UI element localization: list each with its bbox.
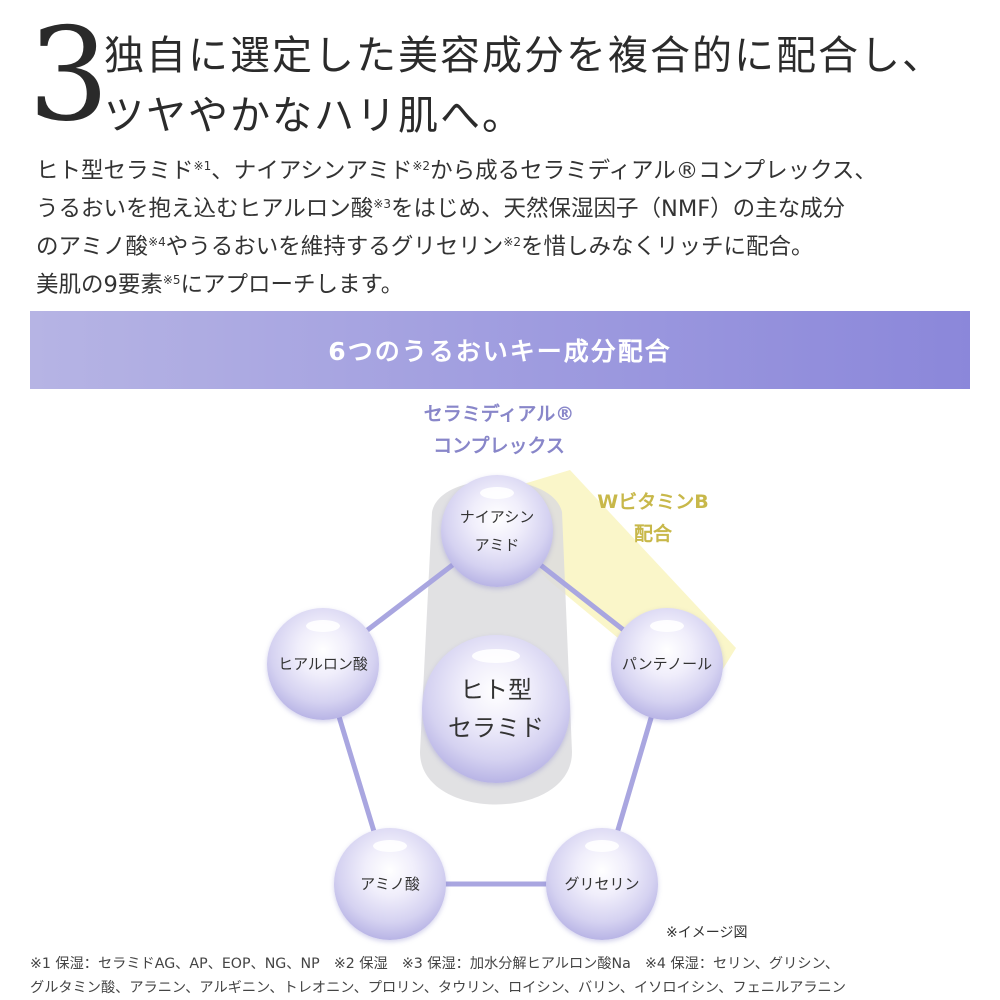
footnote-ref: ※4	[148, 235, 166, 249]
section-number: 3	[28, 1, 110, 150]
text-segment: やうるおいを維持するグリセリン	[165, 234, 504, 260]
headline-line-2: ツヤやかなハリ肌へ。	[104, 93, 524, 139]
ingredient-name: ヒアルロン酸	[278, 655, 368, 673]
description-line-3: のアミノ酸※4やうるおいを維持するグリセリン※2を惜しみなくリッチに配合。	[36, 228, 981, 266]
sphere-highlight	[306, 620, 340, 632]
image-note: ※イメージ図	[666, 925, 748, 941]
key-ingredients-banner: 6つのうるおいキー成分配合	[30, 311, 970, 389]
text-segment: ヒト型セラミド	[36, 158, 194, 184]
label-line: セラミディアル®	[423, 403, 575, 425]
label-line: コンプレックス	[433, 435, 565, 457]
description: ヒト型セラミド※1、ナイアシンアミド※2から成るセラミディアル®コンプレックス、…	[36, 152, 981, 304]
ingredient-name: アミノ酸	[360, 875, 420, 893]
footnote-line: ※1 保湿：セラミドAG、AP、EOP、NG、NP ※2 保湿 ※3 保湿：加水…	[30, 956, 840, 972]
footnote-ref: ※1	[193, 159, 212, 173]
label-line: WビタミンB	[597, 491, 709, 513]
text-segment: をはじめ、天然保湿因子（NMF）の主な成分	[390, 196, 846, 222]
amino-acid-sphere: アミノ酸	[334, 828, 446, 940]
text-segment: 美肌の9要素	[36, 272, 163, 298]
description-line-1: ヒト型セラミド※1、ナイアシンアミド※2から成るセラミディアル®コンプレックス、	[36, 152, 981, 190]
sphere-highlight	[585, 840, 619, 852]
vitamin-b-label: WビタミンB 配合	[578, 486, 728, 550]
text-segment: から成るセラミディアル®コンプレックス、	[430, 158, 877, 184]
description-line-2: うるおいを抱え込むヒアルロン酸※3をはじめ、天然保湿因子（NMF）の主な成分	[36, 190, 981, 228]
ingredient-name: グリセリン	[564, 875, 640, 893]
sphere-highlight	[480, 487, 514, 499]
sphere-highlight	[472, 649, 520, 663]
ingredient-name: ナイアシン	[459, 508, 535, 526]
ingredient-name: ヒト型	[460, 676, 532, 704]
headline-line-1: 独自に選定した美容成分を複合的に配合し、	[104, 33, 944, 79]
human-ceramide-sphere: ヒト型 セラミド	[422, 635, 570, 783]
hyaluronic-acid-sphere: ヒアルロン酸	[267, 608, 379, 720]
footnote-ref: ※2	[503, 235, 521, 249]
footnotes: ※1 保湿：セラミドAG、AP、EOP、NG、NP ※2 保湿 ※3 保湿：加水…	[30, 952, 980, 1000]
niacinamide-sphere: ナイアシン アミド	[441, 475, 553, 587]
ingredient-name: パンテノール	[621, 655, 713, 673]
glycerin-sphere: グリセリン	[546, 828, 658, 940]
banner-title: 6つのうるおいキー成分配合	[328, 337, 672, 366]
text-segment: を惜しみなくリッチに配合。	[520, 234, 814, 260]
sphere-highlight	[373, 840, 407, 852]
text-segment: うるおいを抱え込むヒアルロン酸	[36, 196, 374, 222]
panthenol-sphere: パンテノール	[611, 608, 723, 720]
ceramidial-complex-label: セラミディアル® コンプレックス	[390, 398, 608, 462]
footnote-ref: ※5	[162, 273, 181, 287]
text-segment: のアミノ酸	[36, 234, 149, 260]
label-line: 配合	[633, 523, 672, 545]
text-segment: 、ナイアシンアミド	[211, 158, 413, 184]
sphere-highlight	[650, 620, 684, 632]
description-line-4: 美肌の9要素※5にアプローチします。	[36, 266, 981, 304]
footnote-ref: ※3	[373, 197, 391, 211]
ingredient-name: アミド	[474, 536, 520, 554]
footnote-line: グルタミン酸、アラニン、アルギニン、トレオニン、プロリン、タウリン、ロイシン、バ…	[30, 980, 846, 996]
footnote-ref: ※2	[412, 159, 431, 173]
text-segment: にアプローチします。	[180, 272, 404, 298]
ingredient-name: セラミド	[448, 714, 544, 742]
